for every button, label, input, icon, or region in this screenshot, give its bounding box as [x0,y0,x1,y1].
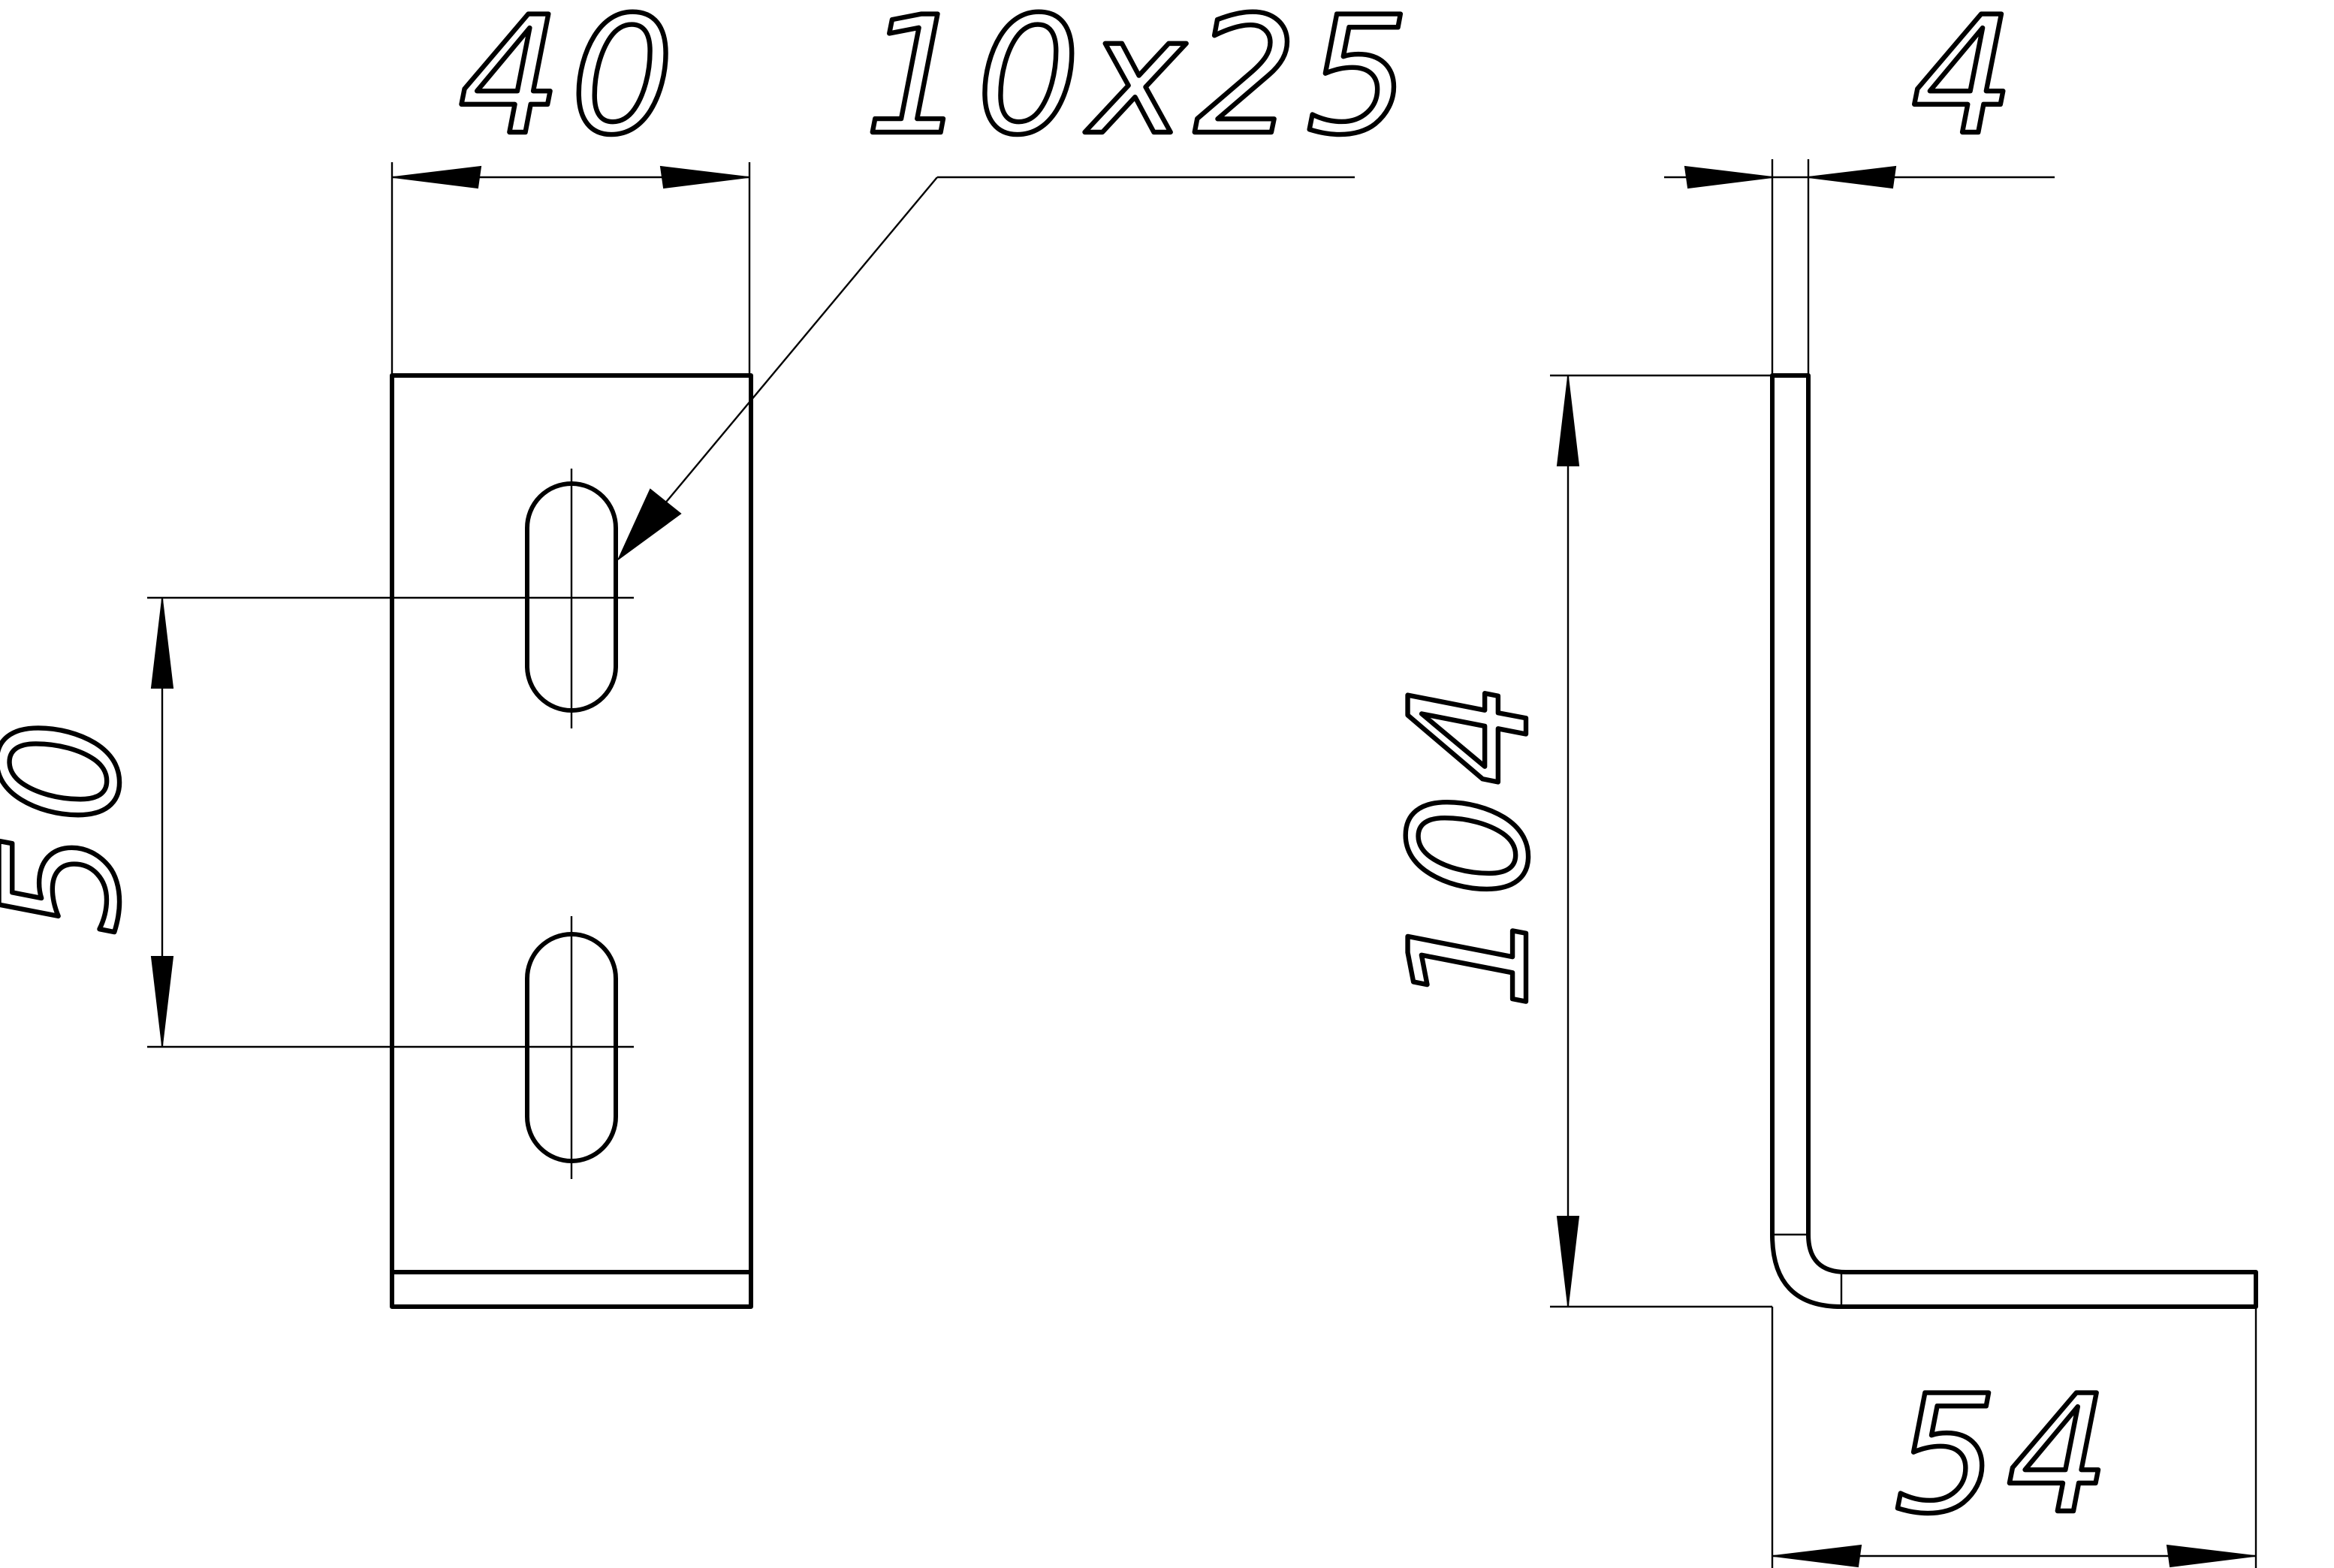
dimension-label-slot: 10x25 [864,0,1419,170]
plate-outline [390,373,753,1309]
dimension-leg: 54 [1771,1307,2257,1568]
leader-line [618,176,938,559]
arrowhead-left [1773,1544,1862,1568]
arrowhead-top [1556,376,1580,466]
arrowhead-right [1808,165,1897,189]
dimension-label-width: 40 [459,0,683,170]
arrowhead-left [1684,165,1773,189]
dimension-label-leg: 54 [1895,1361,2119,1549]
dimension-label-thickness: 4 [1911,0,2023,170]
front-view [390,373,753,1309]
dimension-thickness: 4 [1664,0,2055,375]
dimension-label-hole-spacing: 50 [0,711,155,936]
side-view [1770,373,2258,1309]
arrowhead-top [150,599,174,689]
arrowhead-right [2166,1544,2255,1568]
dimension-label-height: 104 [1376,673,1564,1009]
profile-outline [1770,373,2258,1309]
arrowhead-bottom [150,956,174,1046]
arrowhead-right [659,165,749,189]
dimension-width: 40 [391,0,751,375]
arrowhead-bottom [1556,1216,1580,1306]
dimension-slot-callout: 10x25 [617,0,1419,562]
leader-arrowhead [617,488,682,562]
dimension-height: 104 [1374,374,1772,1308]
arrowhead-left [393,165,482,189]
dimension-hole-spacing: 50 [0,596,634,1048]
